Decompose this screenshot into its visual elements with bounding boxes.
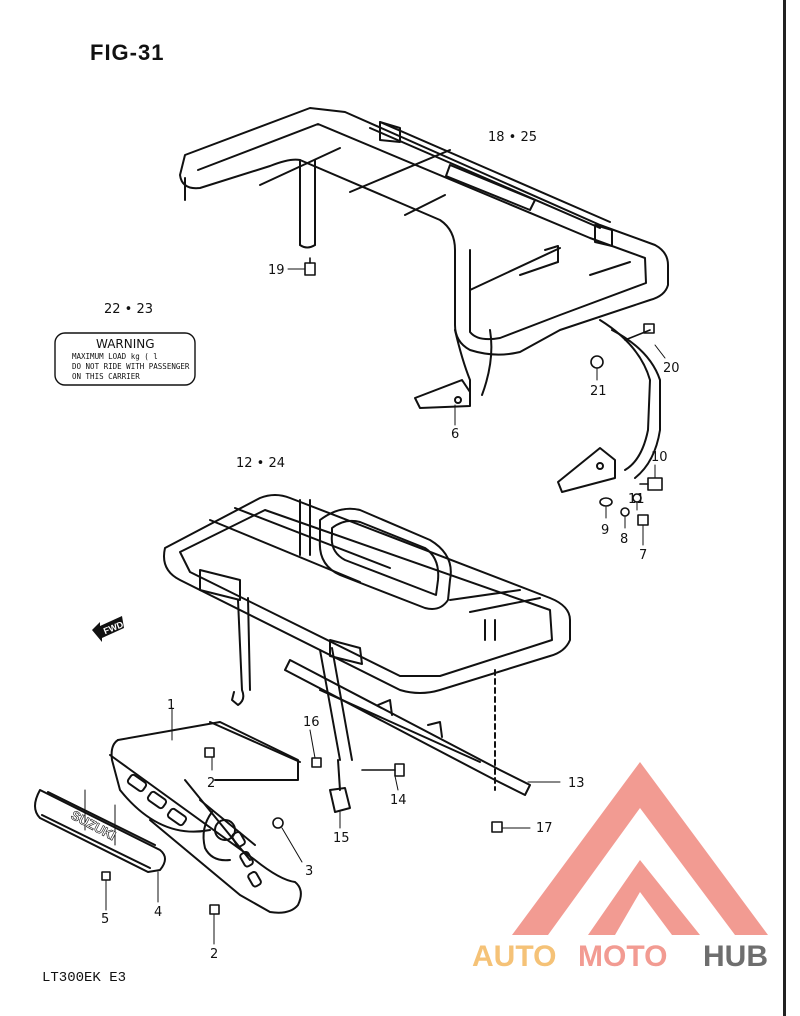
callout-1: 1 bbox=[167, 698, 175, 713]
model-code: LT300EK E3 bbox=[42, 970, 127, 986]
warning-line-1: MAXIMUM LOAD kg ( l bbox=[72, 352, 158, 361]
callout-2-lower: 2 bbox=[210, 947, 218, 962]
callout-7: 7 bbox=[639, 548, 647, 563]
callouts: 18 • 25 19 22 • 23 20 21 6 12 • 24 10 11… bbox=[101, 130, 680, 962]
callout-11: 11 bbox=[628, 492, 645, 507]
page-border bbox=[783, 0, 786, 1016]
callout-21: 21 bbox=[590, 384, 607, 399]
watermark-triangle bbox=[512, 762, 768, 935]
forward-arrow: FWD bbox=[92, 616, 125, 642]
leader-lines bbox=[105, 268, 666, 945]
callout-6: 6 bbox=[451, 427, 459, 442]
callout-12-24: 12 • 24 bbox=[236, 456, 285, 471]
callout-15: 15 bbox=[333, 831, 350, 846]
warning-line-2: DO NOT RIDE WITH PASSENGER bbox=[72, 362, 190, 371]
callout-14: 14 bbox=[390, 793, 407, 808]
warning-line-3: ON THIS CARRIER bbox=[72, 372, 140, 381]
callout-4: 4 bbox=[154, 905, 162, 920]
guard-brand-logo: SUZUKI bbox=[69, 807, 119, 843]
callout-16: 16 bbox=[303, 715, 320, 730]
rear-carrier bbox=[179, 107, 669, 493]
figure-title: FIG-31 bbox=[90, 40, 165, 65]
watermark-text-moto: MOTO bbox=[578, 940, 667, 973]
hardware bbox=[101, 257, 663, 915]
callout-13: 13 bbox=[568, 776, 585, 791]
callout-22-23: 22 • 23 bbox=[104, 302, 153, 317]
callout-3: 3 bbox=[305, 864, 313, 879]
callout-2-upper: 2 bbox=[207, 776, 215, 791]
front-carrier bbox=[163, 494, 571, 813]
callout-9: 9 bbox=[601, 523, 609, 538]
callout-18-25: 18 • 25 bbox=[488, 130, 537, 145]
callout-8: 8 bbox=[620, 532, 628, 547]
callout-17: 17 bbox=[536, 821, 553, 836]
watermark-logo: AUTO MOTO HUB bbox=[472, 762, 768, 973]
forward-arrow-label: FWD bbox=[102, 619, 125, 636]
callout-20: 20 bbox=[663, 361, 680, 376]
watermark-text-hub: HUB bbox=[703, 940, 768, 973]
callout-5: 5 bbox=[101, 912, 109, 927]
front-guard bbox=[34, 721, 302, 914]
callout-10: 10 bbox=[651, 450, 668, 465]
warning-decal: WARNING MAXIMUM LOAD kg ( l DO NOT RIDE … bbox=[54, 332, 196, 386]
warning-title: WARNING bbox=[96, 337, 155, 351]
callout-19: 19 bbox=[268, 263, 285, 278]
watermark-text-auto: AUTO bbox=[472, 940, 556, 973]
